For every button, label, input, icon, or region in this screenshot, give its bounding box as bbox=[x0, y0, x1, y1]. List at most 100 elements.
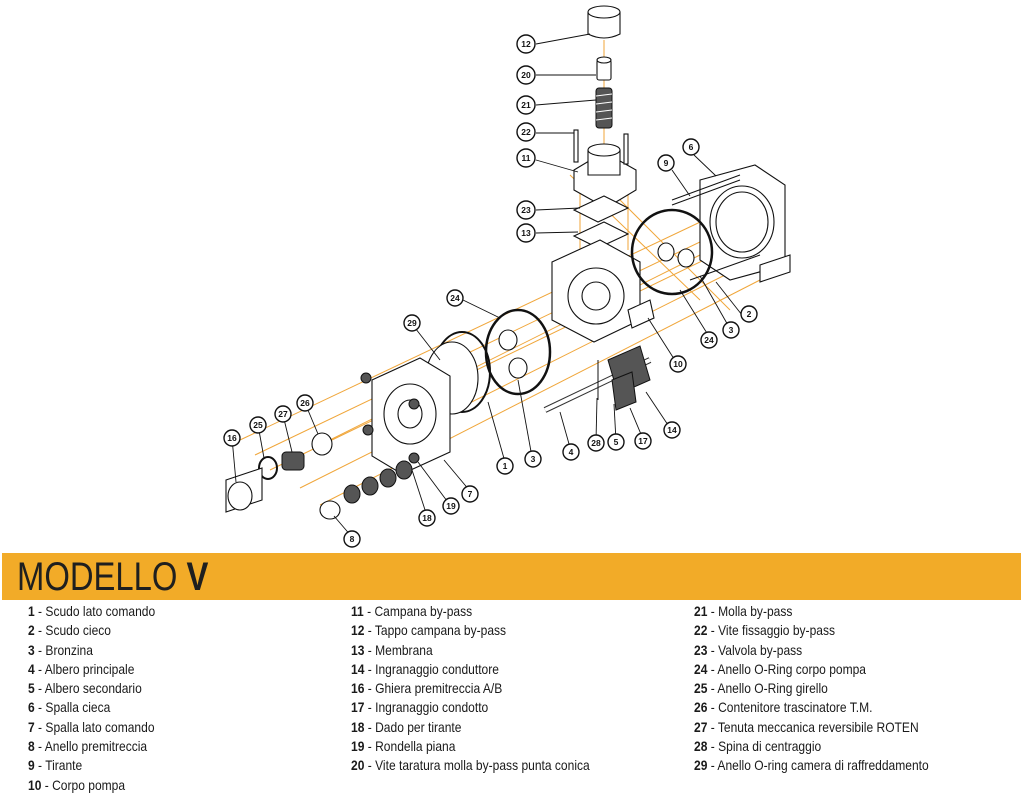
callout-10: 10 bbox=[669, 355, 687, 373]
drive-shoulder-part bbox=[360, 357, 451, 475]
legend-item: 25 - Anello O-Ring girello bbox=[694, 680, 828, 697]
svg-text:4: 4 bbox=[569, 447, 574, 457]
bypass-screw-part bbox=[596, 56, 612, 81]
legend-item-number: 10 bbox=[28, 776, 42, 793]
tie-rod-part bbox=[671, 174, 761, 281]
legend-item-label: Spalla lato comando bbox=[45, 718, 155, 735]
legend-item: 13 - Membrana bbox=[351, 641, 433, 658]
legend-item-label: Membrana bbox=[375, 641, 433, 658]
svg-text:16: 16 bbox=[227, 433, 237, 443]
svg-text:24: 24 bbox=[704, 335, 714, 345]
legend-item-number: 18 bbox=[351, 718, 365, 735]
legend-item-number: 5 bbox=[28, 680, 35, 697]
legend-item-number: 13 bbox=[351, 641, 365, 658]
callout-18: 18 bbox=[418, 509, 436, 527]
legend-item-label: Contenitore trascinatore T.M. bbox=[718, 699, 873, 716]
legend-item: 7 - Spalla lato comando bbox=[28, 718, 155, 735]
svg-text:13: 13 bbox=[521, 228, 531, 238]
callout-5: 5 bbox=[607, 433, 625, 451]
legend-item-label: Vite fissaggio by-pass bbox=[718, 622, 836, 639]
legend-item-number: 17 bbox=[351, 699, 365, 716]
callout-6: 6 bbox=[682, 138, 700, 156]
legend-item-label: Corpo pompa bbox=[52, 776, 126, 793]
svg-text:24: 24 bbox=[450, 293, 460, 303]
exploded-pump-diagram: 1 2 3 3 4 5 6 7 8 9 10 11 12 13 14 16 17… bbox=[223, 5, 791, 548]
legend-item: 20 - Vite taratura molla by-pass punta c… bbox=[351, 757, 590, 774]
legend-item: 9 - Tirante bbox=[28, 757, 83, 774]
legend-item-number: 26 bbox=[694, 699, 708, 716]
legend-item: 10 - Corpo pompa bbox=[28, 776, 126, 793]
legend-item-label: Anello premitreccia bbox=[44, 738, 148, 755]
legend-item-number: 20 bbox=[351, 757, 365, 774]
legend-item-label: Dado per tirante bbox=[375, 718, 462, 735]
legend-item-label: Tappo campana by-pass bbox=[374, 622, 507, 639]
legend-item-number: 11 bbox=[351, 603, 364, 619]
callout-26: 26 bbox=[296, 394, 314, 412]
svg-text:12: 12 bbox=[521, 39, 531, 49]
legend-item: 29 - Anello O-ring camera di raffreddame… bbox=[694, 757, 929, 774]
legend-item-number: 1 bbox=[28, 603, 35, 619]
legend-item: 24 - Anello O-Ring corpo pompa bbox=[694, 660, 867, 677]
legend-item: 17 - Ingranaggio condotto bbox=[351, 699, 489, 716]
callout-16: 16 bbox=[223, 429, 241, 447]
legend-item: 23 - Valvola by-pass bbox=[694, 641, 803, 658]
legend-item-number: 16 bbox=[351, 680, 365, 697]
model-title-letter: V bbox=[186, 555, 209, 599]
svg-text:18: 18 bbox=[422, 513, 432, 523]
svg-text:3: 3 bbox=[531, 454, 536, 464]
legend-item-label: Ghiera premitreccia A/B bbox=[375, 680, 503, 697]
callout-3-left: 3 bbox=[524, 450, 542, 468]
legend-item-label: Scudo lato comando bbox=[45, 603, 156, 619]
model-banner: MODELLO V bbox=[2, 553, 1021, 600]
legend-item: 26 - Contenitore trascinatore T.M. bbox=[694, 699, 873, 716]
svg-text:28: 28 bbox=[591, 438, 601, 448]
callout-3-right: 3 bbox=[722, 321, 740, 339]
legend-item: 14 - Ingranaggio conduttore bbox=[351, 660, 499, 677]
legend-item: 19 - Rondella piana bbox=[351, 738, 456, 755]
legend-item: 28 - Spina di centraggio bbox=[694, 738, 822, 755]
legend-item-number: 3 bbox=[28, 641, 35, 658]
callout-12: 12 bbox=[516, 34, 536, 54]
legend-item: 8 - Anello premitreccia bbox=[28, 738, 148, 755]
legend-item: 4 - Albero principale bbox=[28, 660, 135, 677]
callout-7: 7 bbox=[461, 485, 479, 503]
legend-item-label: Tirante bbox=[45, 757, 83, 774]
legend-item-label: Anello O-ring camera di raffreddamento bbox=[717, 757, 929, 774]
legend-item-number: 9 bbox=[28, 757, 35, 774]
callout-1: 1 bbox=[496, 457, 514, 475]
callout-8: 8 bbox=[343, 530, 361, 548]
svg-text:10: 10 bbox=[673, 359, 683, 369]
callout-2: 2 bbox=[740, 305, 758, 323]
legend-item: 6 - Spalla cieca bbox=[28, 699, 111, 716]
callout-29: 29 bbox=[403, 314, 421, 332]
legend-item-label: Scudo cieco bbox=[45, 622, 112, 639]
legend-item-number: 24 bbox=[694, 660, 708, 677]
gland-parts bbox=[225, 432, 413, 520]
callout-27: 27 bbox=[274, 405, 292, 423]
legend-item-number: 2 bbox=[28, 622, 35, 639]
legend-item-label: Bronzina bbox=[45, 641, 93, 658]
legend-item: 11 - Campana by-pass bbox=[351, 603, 473, 619]
svg-text:1: 1 bbox=[503, 461, 508, 471]
legend-item-label: Anello O-Ring girello bbox=[717, 680, 828, 697]
callout-14: 14 bbox=[663, 421, 681, 439]
gears-part bbox=[543, 345, 652, 413]
legend-item-number: 4 bbox=[28, 660, 35, 677]
legend-item: 5 - Albero secondario bbox=[28, 680, 142, 697]
legend-item-number: 7 bbox=[28, 718, 35, 735]
pump-body-part bbox=[551, 239, 655, 343]
legend-item-number: 25 bbox=[694, 680, 708, 697]
legend-item-number: 21 bbox=[694, 603, 708, 619]
legend-item-label: Albero principale bbox=[44, 660, 135, 677]
oring-right-part bbox=[630, 208, 714, 296]
legend-item-number: 12 bbox=[351, 622, 365, 639]
callout-11: 11 bbox=[516, 148, 536, 168]
legend-item-label: Ingranaggio condotto bbox=[375, 699, 489, 716]
legend-item: 22 - Vite fissaggio by-pass bbox=[694, 622, 836, 639]
legend-item-label: Valvola by-pass bbox=[718, 641, 803, 658]
svg-text:7: 7 bbox=[468, 489, 473, 499]
bypass-bell-part bbox=[573, 129, 637, 209]
